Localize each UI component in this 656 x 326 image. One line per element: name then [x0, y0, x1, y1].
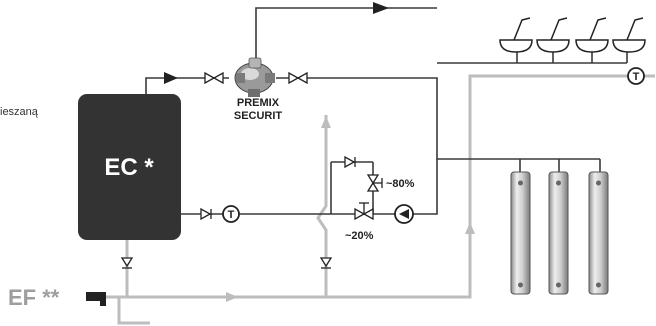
- check-valve-icon: [200, 207, 212, 221]
- ec-tank: [78, 94, 181, 240]
- inlet-valve-icon: [86, 292, 106, 306]
- shower-heads: [499, 17, 646, 53]
- hot-water-pipes: [145, 7, 628, 215]
- ef-label: EF **: [8, 285, 60, 310]
- shutoff-valve-icon: [288, 71, 308, 85]
- side-text: ieszaną: [0, 106, 39, 118]
- cold-flow-arrows: [226, 116, 475, 302]
- thermometer-letter: T: [228, 209, 235, 221]
- shutoff-valve-icon: [120, 257, 134, 269]
- securit-label: SECURIT: [234, 110, 283, 122]
- balancing-valve-icon: [366, 174, 383, 192]
- shower-head-icon: [612, 17, 646, 53]
- ec-label: EC *: [104, 154, 154, 181]
- shower-head-icon: [575, 17, 609, 53]
- tubular-radiators: [510, 171, 609, 295]
- thermometer-icon: T: [627, 67, 645, 85]
- shower-head-icon: [536, 17, 570, 53]
- shutoff-valve-icon: [319, 257, 333, 269]
- shutoff-valve-icon: [204, 71, 224, 85]
- percent-80-label: ~80%: [386, 178, 415, 190]
- shower-head-icon: [499, 17, 533, 53]
- thermometer-letter: T: [633, 71, 640, 83]
- thermostatic-mixing-valve-icon: [234, 57, 275, 97]
- tubular-radiator-icon: [588, 171, 609, 295]
- check-valve-icon: [344, 155, 356, 169]
- balancing-valve-icon: [354, 202, 374, 221]
- hot-flow-arrows: [164, 2, 389, 84]
- premix-label: PREMIX: [237, 97, 280, 109]
- tubular-radiator-icon: [510, 171, 531, 295]
- percent-20-label: ~20%: [345, 230, 374, 242]
- cold-water-pipes: [105, 74, 655, 325]
- thermometer-icon: T: [222, 205, 240, 223]
- tubular-radiator-icon: [548, 171, 569, 295]
- circulation-pump-icon: [394, 204, 414, 224]
